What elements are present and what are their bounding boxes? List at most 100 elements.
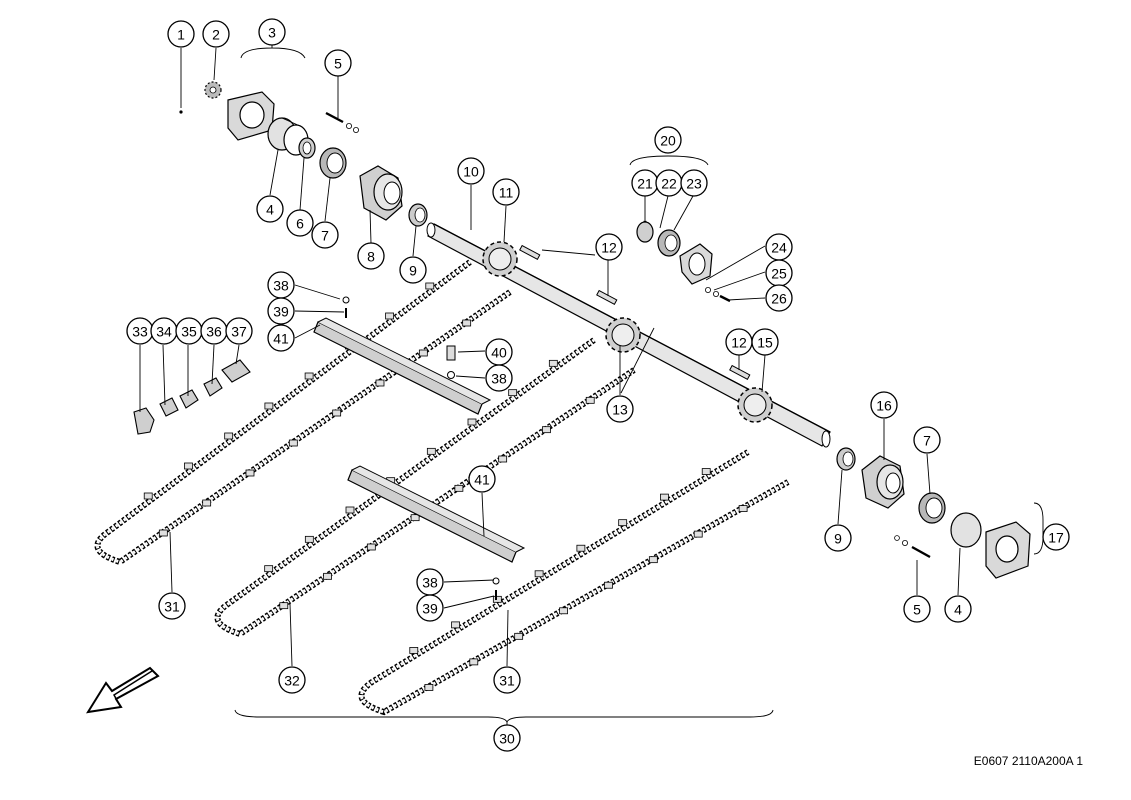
callout-number: 38	[491, 371, 507, 387]
drawing-code: E0607 2110A200A 1	[974, 754, 1084, 768]
callout-number: 15	[757, 335, 773, 351]
callout-number: 32	[284, 673, 300, 689]
left-bearing-group	[179, 81, 428, 227]
callout-2: 2	[202, 20, 230, 48]
callout-number: 35	[181, 324, 197, 340]
callout-number: 9	[409, 263, 417, 279]
callout-36: 36	[200, 317, 228, 345]
callout-23: 23	[680, 169, 708, 197]
callout-circle	[824, 524, 852, 552]
callout-30: 30	[493, 724, 521, 752]
callout-number: 36	[206, 324, 222, 340]
callout-6: 6	[286, 209, 314, 237]
right-bearing-group	[836, 447, 1031, 579]
callout-3: 3	[258, 18, 286, 46]
callout-circle	[944, 595, 972, 623]
callout-number: 7	[923, 433, 931, 449]
guide-rail-upper	[313, 317, 492, 415]
callout-number: 5	[913, 602, 921, 618]
callout-25: 25	[765, 259, 793, 287]
direction-arrow-icon	[86, 666, 160, 714]
callout-number: 24	[771, 240, 787, 256]
callout-16: 16	[870, 391, 898, 419]
callout-circle	[357, 242, 385, 270]
callout-13: 13	[606, 395, 634, 423]
chain-loop-3	[358, 449, 790, 716]
rail-screws	[342, 296, 500, 600]
callout-circle	[416, 594, 444, 622]
callout-number: 4	[954, 602, 962, 618]
callout-31: 31	[158, 592, 186, 620]
guide-rail-lower	[347, 465, 526, 563]
callout-38: 38	[267, 271, 295, 299]
chain-loop-2	[214, 337, 636, 638]
callout-11: 11	[492, 178, 520, 206]
callout-circle	[903, 595, 931, 623]
callout-number: 1	[177, 27, 185, 43]
callout-number: 12	[731, 335, 747, 351]
callout-38: 38	[416, 568, 444, 596]
callout-circle	[913, 426, 941, 454]
callout-20: 20	[654, 126, 682, 154]
callout-number: 31	[499, 673, 515, 689]
callout-37: 37	[225, 317, 253, 345]
callout-number: 3	[268, 25, 276, 41]
callout-circle	[324, 49, 352, 77]
callout-40: 40	[485, 338, 513, 366]
callout-number: 12	[601, 240, 617, 256]
callout-circle	[258, 18, 286, 46]
callout-34: 34	[150, 317, 178, 345]
callout-circle	[158, 592, 186, 620]
callout-circle	[167, 20, 195, 48]
sprocket-13	[605, 317, 641, 353]
callout-circle	[202, 20, 230, 48]
callout-number: 26	[771, 291, 787, 307]
callout-circle	[468, 465, 496, 493]
callout-22: 22	[655, 169, 683, 197]
callout-number: 41	[273, 331, 289, 347]
callout-number: 9	[834, 531, 842, 547]
callout-12: 12	[595, 233, 623, 261]
callout-26: 26	[765, 284, 793, 312]
callout-circle	[493, 724, 521, 752]
callout-circle	[493, 666, 521, 694]
chain-loop-1	[94, 259, 512, 566]
callout-circle	[751, 328, 779, 356]
callout-number: 37	[231, 324, 247, 340]
callout-35: 35	[175, 317, 203, 345]
shaft-keys	[519, 244, 751, 381]
callout-circle	[485, 364, 513, 392]
callout-number: 6	[296, 216, 304, 232]
callout-24: 24	[765, 233, 793, 261]
callout-number: 33	[132, 324, 148, 340]
callout-circle	[765, 284, 793, 312]
callout-circle	[311, 221, 339, 249]
callout-32: 32	[278, 666, 306, 694]
callout-number: 34	[156, 324, 172, 340]
conveyor-chains	[94, 259, 790, 716]
callout-4: 4	[256, 195, 284, 223]
callout-4: 4	[944, 595, 972, 623]
callout-number: 16	[876, 398, 892, 414]
callout-number: 23	[686, 176, 702, 192]
callout-41: 41	[267, 324, 295, 352]
callout-39: 39	[267, 297, 295, 325]
callout-number: 20	[660, 133, 676, 149]
callout-number: 38	[273, 278, 289, 294]
callout-number: 5	[334, 56, 342, 72]
callout-number: 38	[422, 575, 438, 591]
callout-circle	[492, 178, 520, 206]
callout-38: 38	[485, 364, 513, 392]
mid-bearing-group	[636, 220, 731, 303]
callout-1: 1	[167, 20, 195, 48]
callout-circle	[1042, 523, 1070, 551]
callout-number: 41	[474, 472, 490, 488]
callout-circle	[278, 666, 306, 694]
callout-15: 15	[751, 328, 779, 356]
sprocket-15	[737, 387, 773, 423]
callout-circle	[457, 157, 485, 185]
callout-circle	[286, 209, 314, 237]
callout-number: 4	[266, 202, 274, 218]
